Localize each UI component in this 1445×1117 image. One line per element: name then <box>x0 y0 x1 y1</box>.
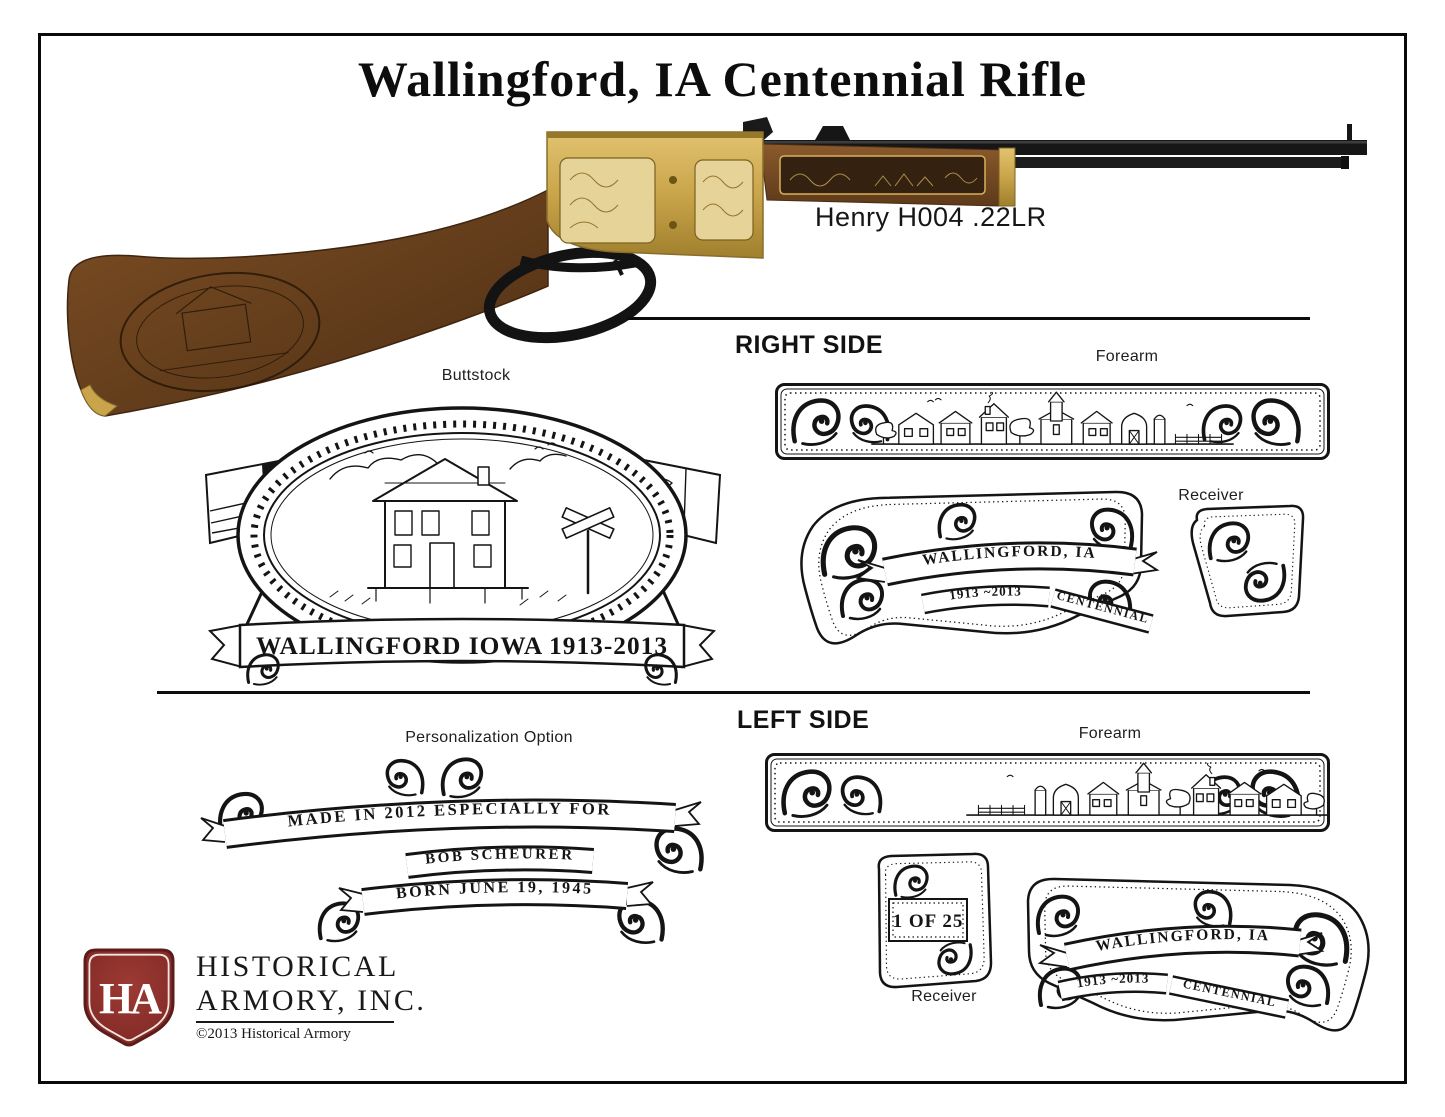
svg-text:1913 ~2013: 1913 ~2013 <box>948 584 1021 603</box>
svg-text:1913 ~2013: 1913 ~2013 <box>1076 971 1150 991</box>
forearm-panel-right <box>775 383 1330 460</box>
personalization-ribbon-2: BOB SCHEURER <box>405 845 594 879</box>
edition-plaque <box>888 898 968 942</box>
logo-monogram: HA <box>99 974 162 1023</box>
receiver-plate-small-left: 1 OF 25 <box>877 852 993 989</box>
rail-crossing-icon <box>561 507 615 595</box>
rifle-receiver <box>546 131 764 259</box>
personalization-ribbon-1: MADE IN 2012 ESPECIALLY FOR <box>200 799 702 849</box>
rifle-buttstock <box>66 188 549 417</box>
company-name-block: HISTORICAL ARMORY, INC. ©2013 Historical… <box>196 950 456 1043</box>
front-sight-icon <box>1347 124 1352 141</box>
forearm-label-left: Forearm <box>1078 725 1142 742</box>
page-title: Wallingford, IA Centennial Rifle <box>357 51 1088 107</box>
receiver-engraving-left: 1 OF 25 <box>877 852 1370 1032</box>
buttstock-banner-ribbon: WALLINGFORD IOWA 1913-2013 <box>207 617 717 687</box>
edition-text: 1 OF 25 <box>893 911 964 932</box>
company-line1: HISTORICAL <box>196 950 399 983</box>
buttstock-engraving: WALLINGFORD IOWA 1913-2013 <box>204 406 722 687</box>
leaf-flourish-icon <box>443 759 482 797</box>
personalization-ribbon-3: BORN JUNE 19, 1945 <box>338 878 654 916</box>
logo-shield-icon <box>83 948 175 1047</box>
personalization-line2: BOB SCHEURER <box>424 846 572 867</box>
buttstock-label: Buttstock <box>441 367 511 384</box>
forearm-label-right: Forearm <box>1095 348 1159 365</box>
receiver-engraving-right: WALLINGFORD, IA 1913 ~2013 CENTENNIAL <box>800 490 1305 645</box>
buttstock-banner-text: WALLINGFORD IOWA 1913-2013 <box>256 633 668 660</box>
right-side-heading: RIGHT SIDE <box>735 331 884 359</box>
receiver-banner-right: WALLINGFORD, IA 1913 ~2013 CENTENNIAL <box>855 541 1160 634</box>
rifle-model-label: Henry H004 .22LR <box>815 202 1047 232</box>
buttstock-etched-oval <box>119 271 321 393</box>
personalization-label: Personalization Option <box>405 729 573 746</box>
historical-armory-logo: HA <box>83 948 175 1047</box>
svg-text:BOB SCHEURER: BOB SCHEURER <box>424 846 574 867</box>
left-side-divider <box>157 691 1310 694</box>
page-frame <box>38 33 1407 1084</box>
company-line2: ARMORY, INC. <box>196 984 427 1017</box>
right-side-divider <box>627 317 1310 320</box>
receiver-years-left: 1913 ~2013 <box>1076 971 1149 991</box>
receiver-plate-small-right <box>1190 504 1305 618</box>
rifle-forearm <box>759 143 1016 207</box>
receiver-label-left: Receiver <box>911 988 977 1005</box>
receiver-label-right: Receiver <box>1178 487 1244 504</box>
rifle-lever <box>483 246 657 344</box>
personalization-engraving: MADE IN 2012 ESPECIALLY FOR BOB SCHEURER… <box>200 750 715 948</box>
receiver-plate-main-left: WALLINGFORD, IA 1913 ~2013 CENTENNIAL <box>1026 877 1370 1032</box>
forearm-panel-left <box>765 753 1330 832</box>
company-underline <box>196 1021 394 1023</box>
copyright-text: ©2013 Historical Armory <box>196 1026 351 1042</box>
left-side-heading: LEFT SIDE <box>737 706 870 734</box>
rifle-photo <box>66 117 1367 417</box>
depot-illustration <box>329 442 615 606</box>
rear-sight-icon <box>815 126 850 140</box>
receiver-years-right: 1913 ~2013 <box>948 584 1020 603</box>
